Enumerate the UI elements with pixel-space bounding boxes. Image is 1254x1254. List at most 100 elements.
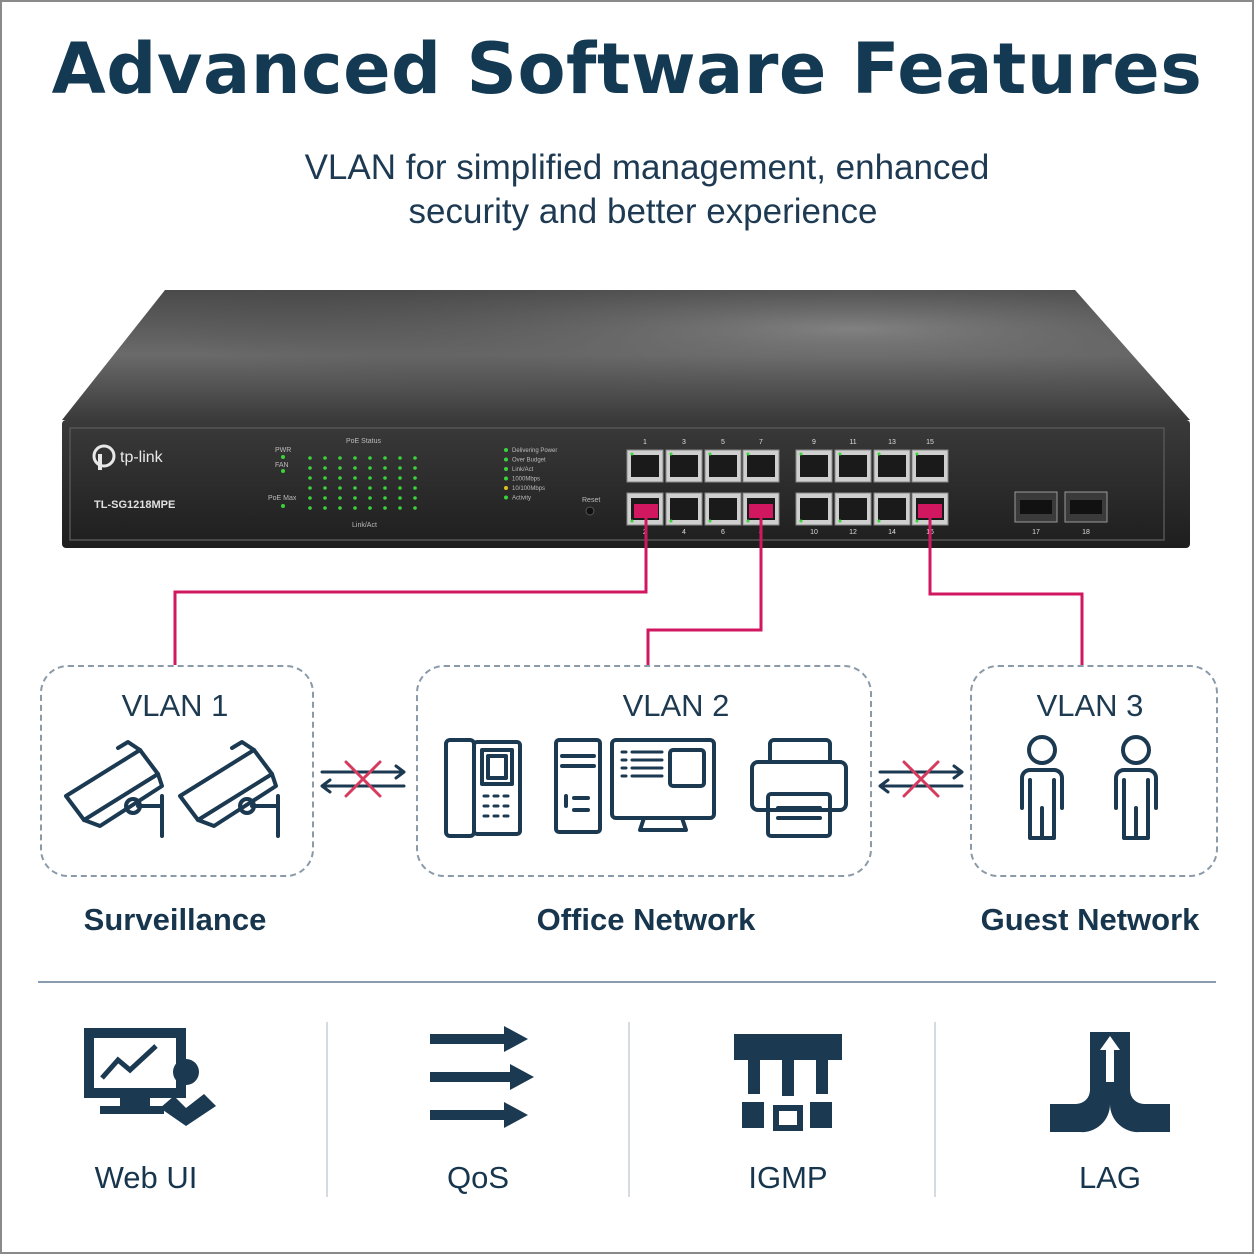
page-title: Advanced Software Features: [51, 28, 1203, 110]
ethernet-port-15[interactable]: [911, 449, 949, 483]
legend-label: 1000Mbps: [512, 477, 540, 483]
ethernet-port-3[interactable]: [665, 449, 703, 483]
fan-led: [281, 469, 285, 473]
ethernet-port-9[interactable]: [795, 449, 833, 483]
port-number-label: 14: [888, 529, 896, 536]
ethernet-port-12[interactable]: [834, 492, 872, 526]
blocked-arrows-icon: [320, 760, 406, 798]
vlan3-link-line: [928, 514, 1084, 665]
port-status-led: [338, 476, 342, 480]
ethernet-port-10[interactable]: [795, 492, 833, 526]
port-status-led: [353, 506, 357, 510]
port-number-label: 17: [1032, 529, 1040, 536]
port-number-label: 11: [849, 439, 856, 446]
port-status-led: [368, 496, 372, 500]
feature-label-igmp: IGMP: [748, 1160, 828, 1195]
vlan2-link-line: [646, 514, 763, 665]
poe-max-label: PoE Max: [268, 495, 297, 502]
legend-led: [504, 467, 508, 471]
vlan3-title: VLAN 3: [1036, 688, 1144, 723]
link-act-label: Link/Act: [352, 522, 377, 529]
ethernet-port-6[interactable]: [704, 492, 742, 526]
port-status-led: [338, 486, 342, 490]
port-status-led: [338, 466, 342, 470]
vlan-connection-lines: [173, 514, 1084, 665]
led-matrix: [281, 455, 417, 510]
port-16-highlight: [918, 504, 942, 518]
legend-label: Over Budget: [512, 458, 546, 464]
port-8-highlight: [749, 504, 773, 518]
port-status-led: [353, 486, 357, 490]
legend-led: [504, 486, 508, 490]
legend-label: Activity: [512, 496, 531, 502]
vlan1-link-line: [173, 514, 648, 665]
ethernet-port-11[interactable]: [834, 449, 872, 483]
port-status-led: [368, 456, 372, 460]
port-status-led: [368, 476, 372, 480]
legend-led: [504, 457, 508, 462]
ethernet-port-1[interactable]: [626, 449, 664, 483]
port-status-led: [323, 456, 327, 460]
port-status-led: [308, 486, 312, 490]
port-status-led: [413, 466, 417, 470]
legend-label: Delivering Power: [512, 448, 557, 454]
legend-label: Link/Act: [512, 467, 534, 473]
sfp-port-17[interactable]: [1014, 491, 1058, 523]
port-status-led: [383, 476, 387, 480]
printer-icon: [750, 738, 848, 838]
port-status-led: [308, 466, 312, 470]
qos-arrows-icon: [430, 1026, 534, 1128]
ethernet-port-13[interactable]: [873, 449, 911, 483]
port-status-led: [368, 486, 372, 490]
port-status-led: [323, 486, 327, 490]
port-status-led: [398, 496, 402, 500]
port-status-led: [383, 506, 387, 510]
ethernet-port-7[interactable]: [742, 449, 780, 483]
model-label: TL-SG1218MPE: [94, 499, 175, 511]
feature-label-qos: QoS: [446, 1160, 510, 1195]
sfp-port-18[interactable]: [1064, 491, 1108, 523]
fan-label: FAN: [275, 462, 289, 469]
port-status-led: [413, 506, 417, 510]
reset-label: Reset: [582, 497, 600, 504]
legend-led: [504, 448, 508, 452]
vlan2-title: VLAN 2: [622, 688, 730, 723]
port-status-led: [323, 506, 327, 510]
port-status-led: [413, 476, 417, 480]
port-status-led: [383, 496, 387, 500]
pwr-led: [281, 455, 285, 459]
vlan1-caption: Surveillance: [83, 902, 267, 937]
pwr-label: PWR: [275, 447, 291, 454]
ethernet-port-5[interactable]: [704, 449, 742, 483]
subtitle-line-2: security and better experience: [408, 192, 878, 231]
port-number-label: 10: [810, 529, 818, 536]
security-camera-icon: [178, 740, 280, 838]
ethernet-port-14[interactable]: [873, 492, 911, 526]
port-number-label: 4: [682, 529, 686, 536]
port-status-led: [323, 496, 327, 500]
feature-separator: [326, 1022, 328, 1197]
port-status-led: [353, 456, 357, 460]
vlan3-box: [970, 665, 1218, 877]
port-number-label: 13: [888, 439, 896, 446]
ip-phone-icon: [444, 738, 522, 838]
reset-button[interactable]: [585, 506, 595, 516]
port-status-led: [368, 506, 372, 510]
section-divider: [38, 981, 1216, 983]
port-status-led: [338, 456, 342, 460]
subtitle-line-1: VLAN for simplified management, enhanced: [304, 148, 990, 187]
vlan1-title: VLAN 1: [121, 688, 229, 723]
legend-led: [504, 476, 508, 481]
ethernet-port-4[interactable]: [665, 492, 703, 526]
port-number-label: 3: [682, 439, 686, 446]
port-status-led: [383, 466, 387, 470]
port-number-label: 7: [759, 439, 763, 446]
port-number-label: 6: [721, 529, 725, 536]
port-status-led: [308, 506, 312, 510]
port-status-led: [353, 476, 357, 480]
port-status-led: [338, 496, 342, 500]
